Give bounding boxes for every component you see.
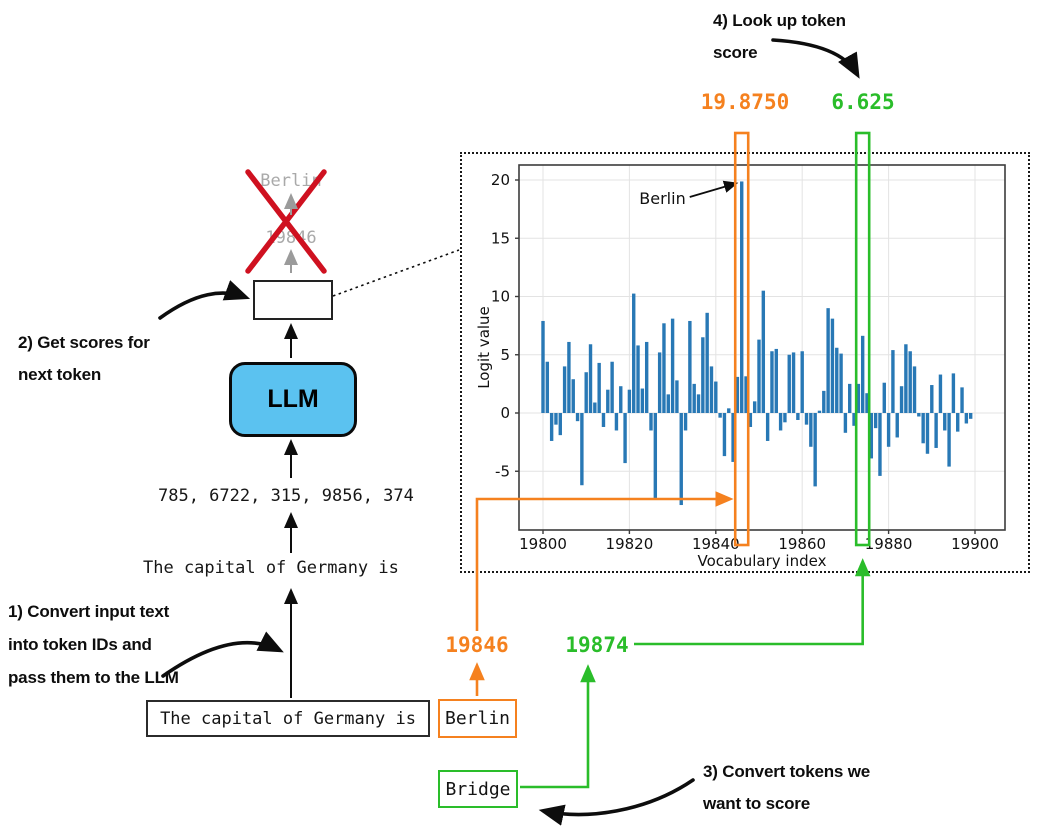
input-text-box: The capital of Germany is xyxy=(146,700,430,737)
llm-label: LLM xyxy=(267,385,319,413)
rejected-token-id: 19846 xyxy=(265,228,317,248)
token-ids-text: 785, 6722, 315, 9856, 374 xyxy=(158,486,414,506)
chart-zoom-panel xyxy=(460,152,1030,573)
step3-label: 3) Convert tokens we want to score xyxy=(703,762,870,813)
bridge-token-box: Bridge xyxy=(438,770,518,808)
berlin-score-label: 19.8750 xyxy=(700,90,790,114)
berlin-token-box: Berlin xyxy=(438,699,517,738)
logits-output-box xyxy=(253,280,333,320)
bridge-token-id: 19874 xyxy=(565,633,629,657)
berlin-token-id: 19846 xyxy=(445,633,509,657)
bridge-score-label: 6.625 xyxy=(831,90,895,114)
step2-label: 2) Get scores for next token xyxy=(18,333,150,384)
step1-label: 1) Convert input text into token IDs and… xyxy=(8,602,179,687)
step4-label: 4) Look up token score xyxy=(713,11,846,62)
llm-box: LLM xyxy=(229,362,357,437)
rejected-token-text: Berlin xyxy=(260,171,322,191)
input-text: The capital of Germany is xyxy=(143,558,399,578)
zoom-connector-line xyxy=(332,249,460,297)
